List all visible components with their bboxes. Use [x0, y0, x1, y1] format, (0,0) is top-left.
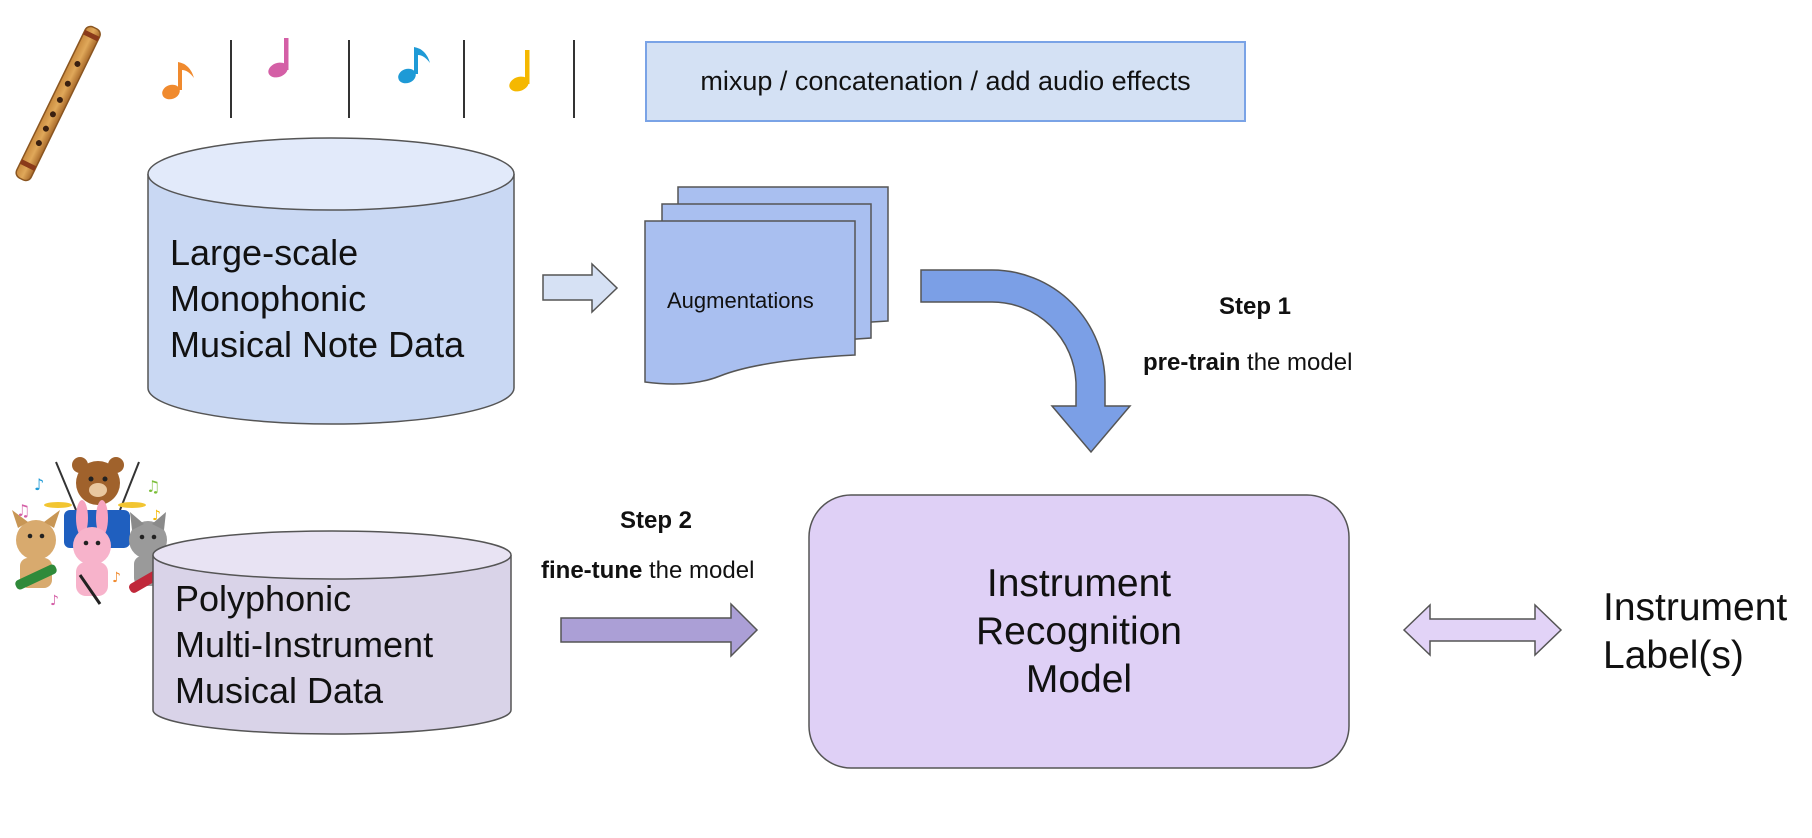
- svg-text:♪: ♪: [50, 593, 59, 609]
- step1-description: pre-train the model: [1143, 349, 1352, 377]
- step1-title: Step 1: [1219, 293, 1292, 320]
- polyphonic-database-shape: [152, 530, 512, 735]
- step2-title: Step 2: [620, 507, 693, 534]
- output-label-line-2: Label(s): [1603, 634, 1744, 677]
- music-note-yellow-icon: [509, 50, 530, 92]
- augmentations-documents: [644, 186, 889, 385]
- monophonic-db-line-3: Musical Note Data: [170, 324, 465, 365]
- output-double-arrow: [1402, 603, 1563, 657]
- svg-text:♪: ♪: [34, 475, 44, 494]
- music-note-magenta-icon: [268, 38, 289, 78]
- step2-arrow: [560, 602, 759, 658]
- model-box: [808, 494, 1350, 769]
- step2-verb: fine-tune: [541, 557, 643, 584]
- model-line-1: Instrument: [986, 562, 1172, 605]
- flute-icon: [15, 25, 101, 182]
- step2-rest: the model: [642, 557, 755, 584]
- model-title: Instrument Recognition Model: [809, 560, 1349, 704]
- polyphonic-db-line-3: Musical Data: [175, 670, 384, 711]
- monophonic-db-line-1: Large-scale: [170, 232, 359, 273]
- step1-rest: the model: [1240, 349, 1353, 376]
- step2-description: fine-tune the model: [541, 557, 754, 585]
- svg-text:♪: ♪: [112, 570, 121, 586]
- monophonic-db-line-2: Monophonic: [170, 278, 367, 319]
- model-line-3: Model: [1025, 658, 1133, 701]
- model-line-2: Recognition: [976, 610, 1182, 653]
- music-note-orange-icon: [162, 62, 194, 100]
- augmentations-label: Augmentations: [667, 288, 814, 313]
- step1-verb: pre-train: [1143, 349, 1241, 376]
- monophonic-database-shape: [147, 137, 515, 425]
- svg-text:♫: ♫: [146, 477, 160, 496]
- polyphonic-db-line-2: Multi-Instrument: [175, 624, 434, 665]
- polyphonic-db-line-1: Polyphonic: [175, 578, 352, 619]
- svg-text:♪: ♪: [152, 508, 161, 524]
- step1-arrow: [920, 269, 1132, 454]
- arrow-to-augmentations: [542, 262, 619, 314]
- augmentation-methods-banner: mixup / concatenation / add audio effect…: [645, 41, 1246, 122]
- music-note-blue-icon: [398, 47, 430, 84]
- output-label-line-1: Instrument: [1603, 586, 1788, 629]
- svg-text:♫: ♫: [16, 501, 30, 520]
